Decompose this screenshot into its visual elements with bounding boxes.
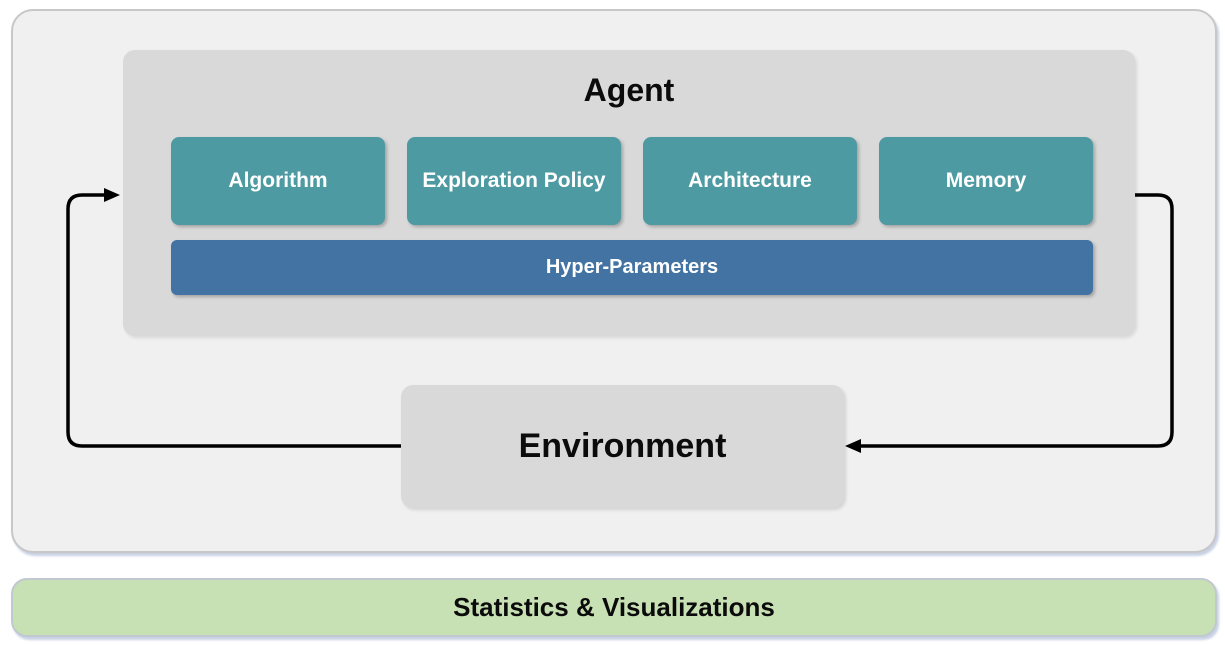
statistics-visualizations-bar: Statistics & Visualizations bbox=[11, 578, 1217, 637]
hyper-parameters-box: Hyper-Parameters bbox=[171, 240, 1093, 295]
component-architecture: Architecture bbox=[643, 137, 857, 225]
component-exploration-policy: Exploration Policy bbox=[407, 137, 621, 225]
agent-components-row: Algorithm Exploration Policy Architectur… bbox=[171, 137, 1093, 225]
component-memory: Memory bbox=[879, 137, 1093, 225]
component-algorithm: Algorithm bbox=[171, 137, 385, 225]
environment-box: Environment bbox=[401, 385, 844, 508]
agent-box: Agent Algorithm Exploration Policy Archi… bbox=[123, 50, 1135, 336]
agent-environment-panel: Agent Algorithm Exploration Policy Archi… bbox=[11, 9, 1217, 553]
agent-title: Agent bbox=[583, 72, 675, 108]
